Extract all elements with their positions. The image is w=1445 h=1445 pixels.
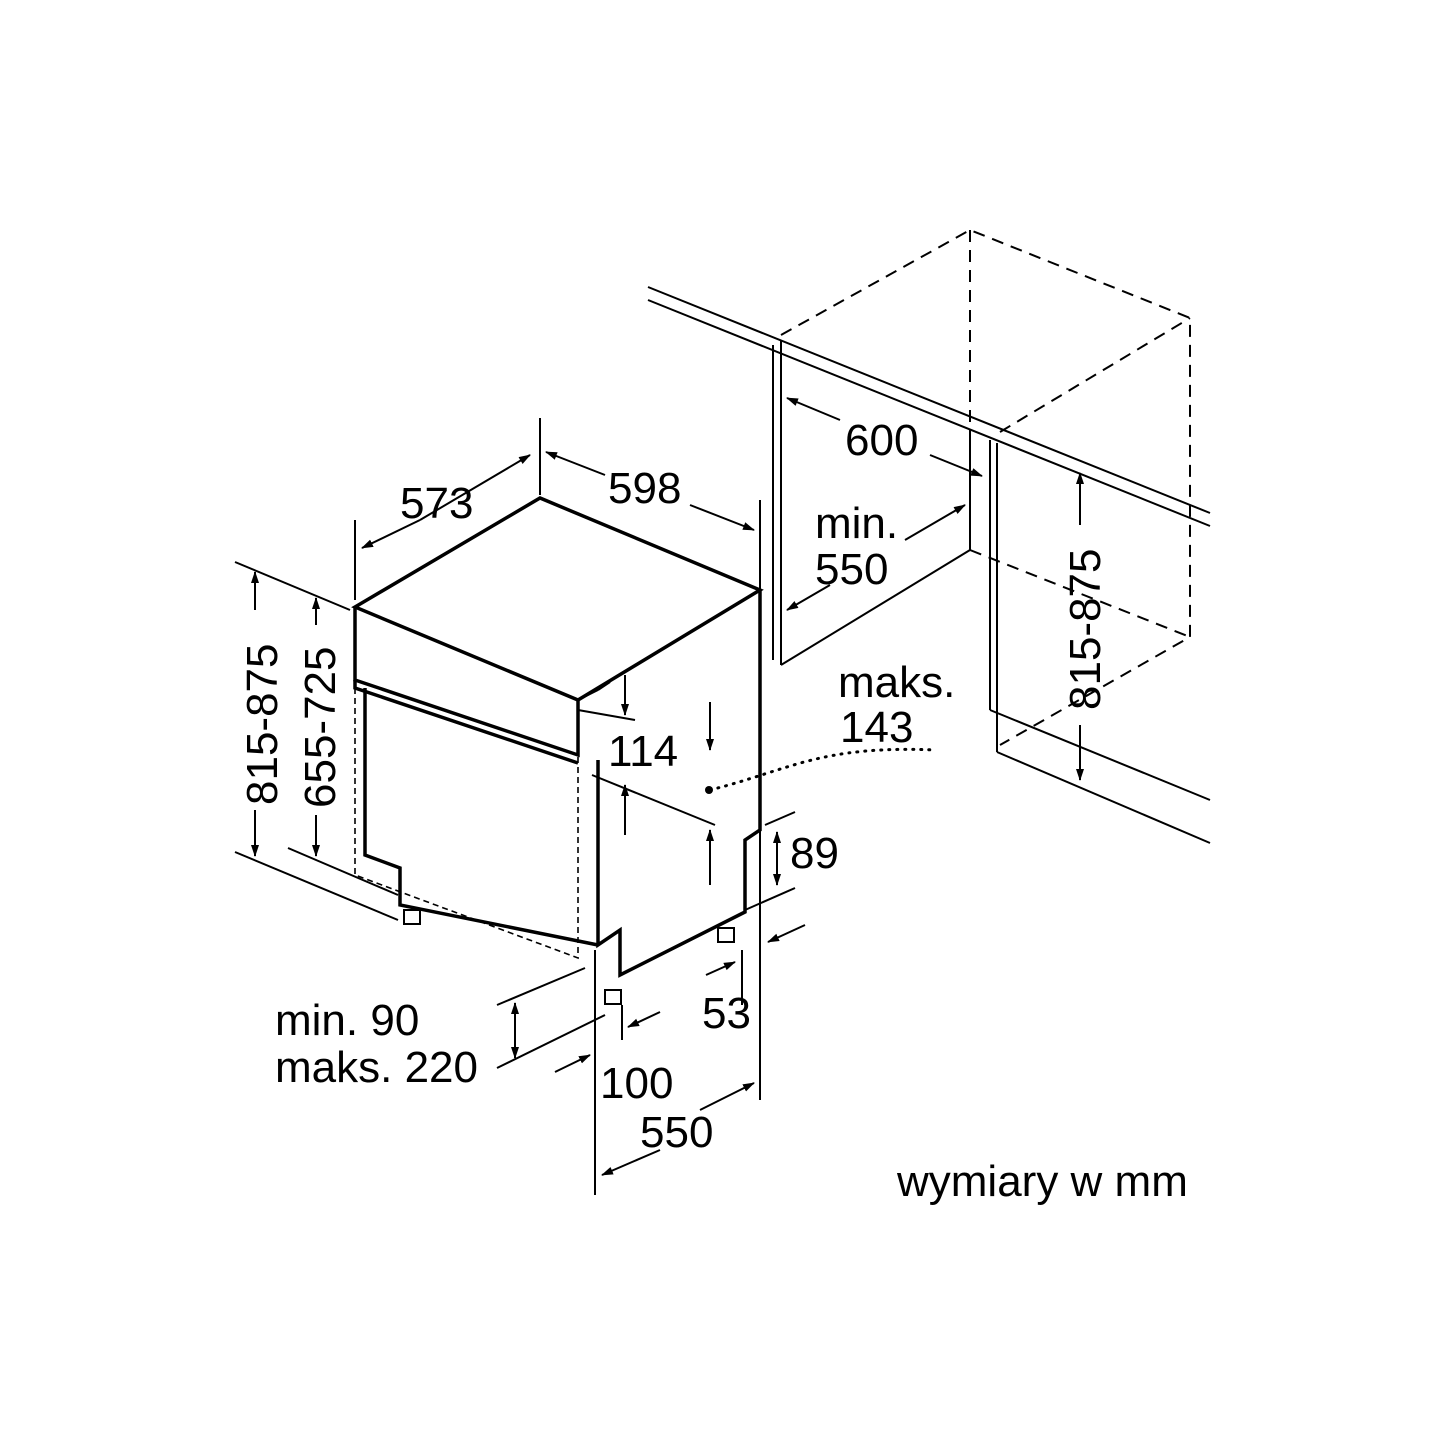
dim-niche-550: 550 [815,545,888,594]
foot-icon [717,927,735,943]
dim-door-maks: maks. [838,658,955,707]
dishwasher [351,496,764,1005]
dim-53: 53 [702,989,751,1038]
dim-height-815-875-left: 815-875 [238,644,287,805]
dim-niche-min: min. [815,499,898,548]
dim-door-143: 143 [840,703,913,752]
dim-100: 100 [600,1059,673,1108]
foot-icon [604,989,622,1005]
dim-height-815-875-right: 815-875 [1061,549,1110,710]
dim-550-depth: 550 [640,1108,713,1157]
dim-height-655-725: 655-725 [296,647,345,808]
dim-114: 114 [608,727,678,776]
dim-plinth-min: min. 90 [275,996,419,1045]
foot-icon [403,909,421,925]
dim-plinth-maks: maks. 220 [275,1043,478,1092]
dimension-lines [234,397,1084,1195]
units-note: wymiary w mm [896,1157,1188,1206]
dim-89: 89 [790,829,839,878]
dim-573: 573 [400,479,473,528]
dim-600: 600 [845,416,918,465]
dim-598: 598 [608,464,681,513]
kitchen-niche [647,228,1211,844]
